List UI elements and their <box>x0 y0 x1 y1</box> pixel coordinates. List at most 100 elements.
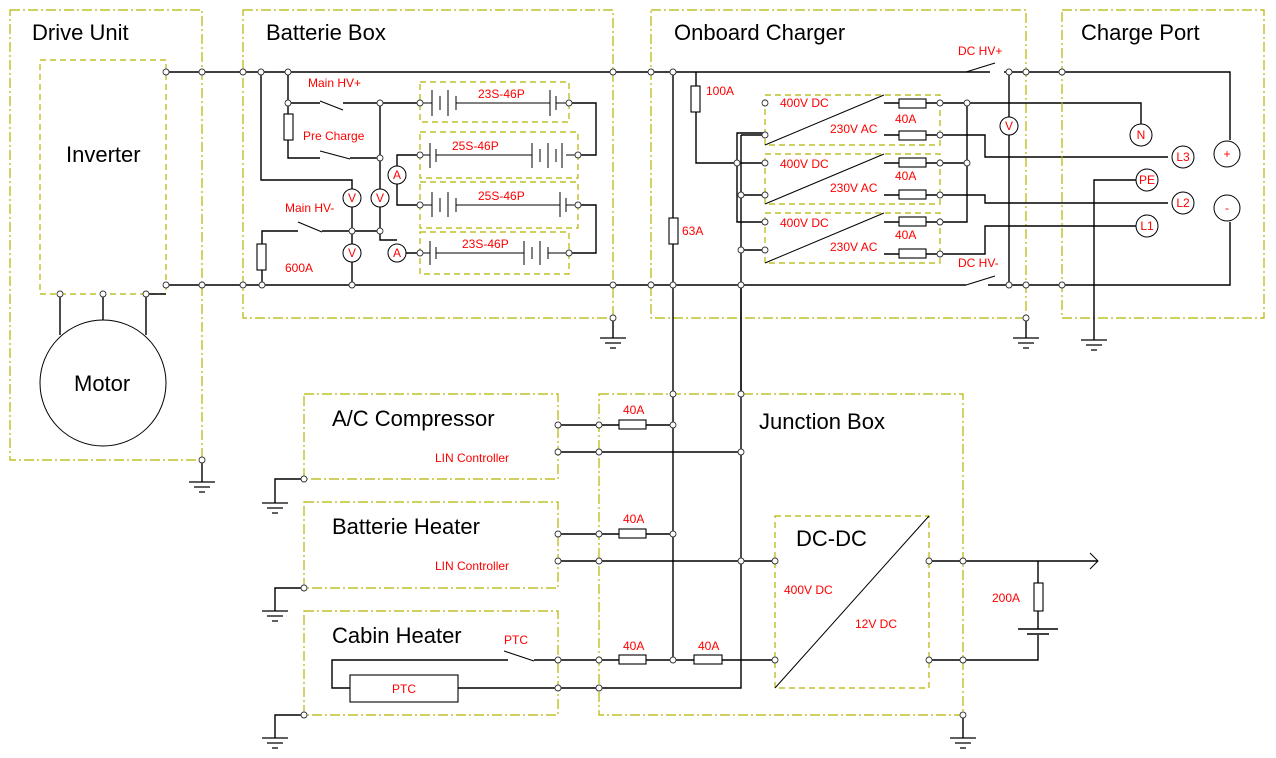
connection-node <box>936 191 944 199</box>
connection-node <box>99 290 107 298</box>
main-hv-minus-wire <box>261 230 380 285</box>
connection-node <box>1005 68 1013 76</box>
ground-icon <box>189 481 215 493</box>
port-pin-l1 <box>1135 214 1159 238</box>
connection-node <box>647 68 655 76</box>
precharge-switch <box>319 150 351 160</box>
onboard-charger-block: Onboard Charger DC HV+ DC HV- 100A 63A 4… <box>650 9 1168 660</box>
motor-title: Motor <box>74 371 130 396</box>
fuse-200a <box>1033 582 1044 612</box>
string-series-links <box>569 102 597 254</box>
drive-unit-boundary <box>9 9 203 461</box>
charger-module-3-fuse-label: 40A <box>895 228 916 242</box>
connection-node <box>647 281 655 289</box>
connection-node <box>1022 281 1030 289</box>
converter-diagonal <box>764 153 885 205</box>
connection-node <box>936 250 944 258</box>
battery-string-1-boundary <box>419 81 570 123</box>
ptc-switch <box>503 650 535 662</box>
charge-port-boundary <box>1061 9 1265 319</box>
connection-node <box>198 281 206 289</box>
connection-node <box>963 99 971 107</box>
connection-node <box>609 68 617 76</box>
connection-node <box>574 201 582 209</box>
connection-node <box>737 281 745 289</box>
charger-module-2-boundary <box>764 153 941 205</box>
charger-module-2-ac: 230V AC <box>830 181 878 195</box>
connection-node <box>669 656 677 664</box>
ac-compressor-block: A/C Compressor LIN Controller <box>262 393 559 514</box>
cabin-heater-wires <box>331 285 742 689</box>
battery-box-boundary <box>242 9 614 319</box>
charger-module-1: 400V DC 230V AC 40A <box>764 94 941 146</box>
voltmeter-1-wire <box>260 72 353 285</box>
pe-ground-wire <box>1093 179 1147 340</box>
connection-node <box>376 99 384 107</box>
charger-module-3-boundary <box>764 212 941 264</box>
charger-module-1-dc: 400V DC <box>780 96 829 110</box>
connection-node <box>609 314 617 322</box>
connection-node <box>959 656 967 664</box>
hv-minus-bus-port <box>988 222 1231 286</box>
connection-node <box>669 530 677 538</box>
fuse-40a <box>898 216 927 227</box>
connection-node <box>771 557 779 565</box>
fuse-40a <box>898 98 927 109</box>
connection-node <box>669 390 677 398</box>
fuse-dcdc-label: 40A <box>698 639 719 653</box>
charger-module-1-ac: 230V AC <box>830 122 878 136</box>
connection-node <box>198 68 206 76</box>
main-fuse-600a <box>256 243 267 271</box>
ground-icon <box>950 737 976 749</box>
fuse-40a-dcdc <box>693 654 723 665</box>
charger-module-2-dc: 400V DC <box>780 157 829 171</box>
connection-node <box>737 246 745 254</box>
voltmeter-1-label: V <box>348 191 356 205</box>
junction-box-block: Junction Box 40A 40A 40A 40A DC-DC 400V … <box>534 393 1099 749</box>
port-pin-l2-label: L2 <box>1176 196 1190 210</box>
drive-unit-title: Drive Unit <box>32 20 129 45</box>
dcdc-boundary <box>774 515 930 689</box>
fuse-40a <box>898 248 927 259</box>
pre-charge-label: Pre Charge <box>303 129 365 143</box>
battery-cells-icon <box>420 90 569 116</box>
charger-voltmeter-label: V <box>1005 119 1013 133</box>
connection-node <box>595 421 603 429</box>
connection-node <box>284 99 292 107</box>
ground-icon <box>262 610 288 622</box>
connection-node <box>737 557 745 565</box>
fuse-heater-label: 40A <box>623 512 644 526</box>
connection-node <box>936 159 944 167</box>
fuse-40a <box>898 189 927 200</box>
battery-string-2: 25S-46P <box>419 131 579 179</box>
ac-compressor-boundary <box>303 393 559 480</box>
ptc-element <box>349 674 459 703</box>
junction-box-title: Junction Box <box>759 409 885 434</box>
connection-node <box>595 530 603 538</box>
connection-node <box>761 191 769 199</box>
ground-icon <box>262 737 288 749</box>
port-pin-n-label: N <box>1137 128 1146 142</box>
connection-node <box>162 68 170 76</box>
charger-module-1-boundary <box>764 94 941 146</box>
connection-node <box>761 131 769 139</box>
charge-port-title: Charge Port <box>1081 20 1200 45</box>
charger-dc-feed <box>695 72 765 164</box>
battery-box-block: Batterie Box Main HV+ Pre Charge Main HV… <box>242 9 626 349</box>
connection-node <box>348 227 356 235</box>
connection-node <box>376 154 384 162</box>
battery-string-3: 25S-46P <box>419 181 579 229</box>
connection-node <box>416 201 424 209</box>
inverter-title: Inverter <box>66 142 141 167</box>
battery-heater-boundary <box>303 501 559 589</box>
arrow-right-icon <box>1089 552 1099 570</box>
battery-string-1-label: 23S-46P <box>478 87 525 101</box>
connection-node <box>258 281 266 289</box>
connection-node <box>56 290 64 298</box>
connection-node <box>669 68 677 76</box>
connection-node <box>1022 68 1030 76</box>
port-dc-minus-label: - <box>1225 201 1229 215</box>
connection-node <box>300 711 308 719</box>
main-hv-minus-label: Main HV- <box>285 201 334 215</box>
connection-node <box>737 390 745 398</box>
